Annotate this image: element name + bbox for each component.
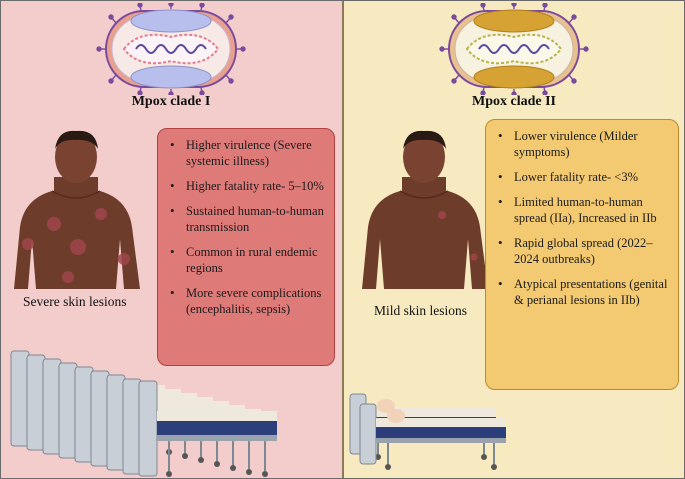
clade-i-panel: Mpox clade I Severe skin lesions Higher … — [1, 1, 342, 478]
feature-item: Lower fatality rate- <3% — [498, 169, 668, 185]
clade-ii-lesion-label: Mild skin lesions — [374, 303, 468, 318]
few-hospital-beds-illustration — [349, 393, 507, 471]
clade-ii-features-box: Lower virulence (Milder symptoms) Lower … — [485, 119, 679, 390]
clade-i-title: Mpox clade I — [131, 94, 211, 109]
clade-ii-person-with-mild-lesions — [362, 130, 488, 289]
clade-i-lesion-label: Severe skin lesions — [23, 294, 127, 309]
feature-item: Atypical presentations (genital & perian… — [498, 276, 668, 308]
panel-divider — [342, 1, 344, 478]
clade-i-features-box: Higher virulence (Severe systemic illnes… — [157, 128, 335, 366]
feature-item: Sustained human-to-human transmission — [170, 203, 324, 235]
feature-item: More severe complications (encephalitis,… — [170, 285, 324, 317]
clade-i-person-with-severe-lesions — [14, 130, 140, 289]
feature-item: Higher fatality rate- 5–10% — [170, 178, 324, 194]
feature-item: Rapid global spread (2022–2024 outbreaks… — [498, 235, 668, 267]
feature-item: Limited human-to-human spread (IIa), Inc… — [498, 194, 668, 226]
clade-ii-virus-icon — [439, 3, 589, 95]
feature-item: Common in rural endemic regions — [170, 244, 324, 276]
feature-item: Higher virulence (Severe systemic illnes… — [170, 137, 324, 169]
clade-i-virus-icon — [96, 3, 246, 95]
feature-item: Lower virulence (Milder symptoms) — [498, 128, 668, 160]
clade-ii-panel: Mpox clade II Mild skin lesions Lower vi… — [344, 1, 684, 478]
crowded-hospital-beds-illustration — [10, 350, 278, 478]
clade-ii-title: Mpox clade II — [472, 94, 556, 109]
